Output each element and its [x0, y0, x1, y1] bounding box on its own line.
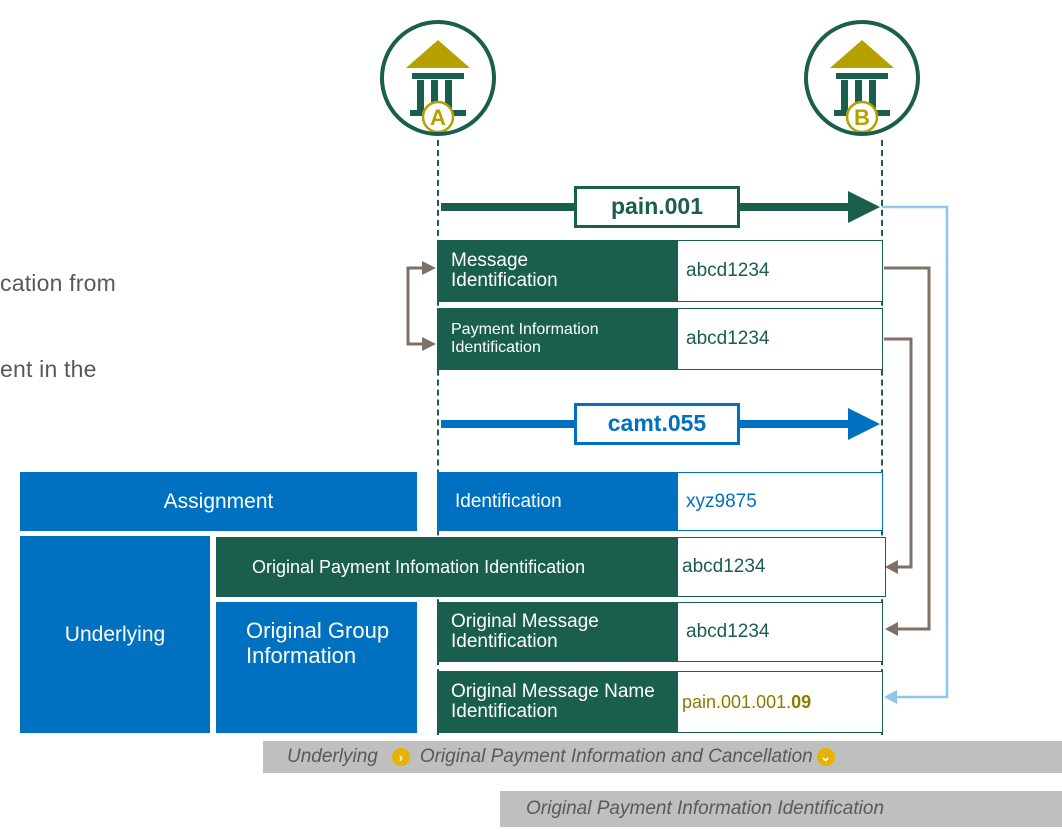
message-name-version: 09 [791, 691, 812, 712]
body-text-line-1: cation from [0, 270, 116, 296]
original-group-information-label: Original Group Information [246, 618, 390, 668]
message-id-connector [884, 266, 931, 631]
original-group-information-block: Original Group Information [216, 602, 417, 733]
original-payment-information-identification-value: abcd1234 [677, 537, 886, 597]
original-message-identification-value: abcd1234 [677, 602, 883, 662]
message-name-prefix: pain.001.001. [682, 691, 792, 712]
camt-arrow-head [848, 408, 880, 440]
underlying-block: Underlying [20, 536, 210, 733]
pain-message-box: pain.001 [574, 186, 740, 228]
original-message-name-identification-value: pain.001.001.09 [677, 671, 883, 733]
chevron-right-icon: › [391, 748, 410, 766]
bank-b-letter: B [854, 105, 870, 130]
camt-message-box: camt.055 [574, 403, 740, 445]
assignment-label: Assignment [163, 489, 274, 513]
identification-value: xyz9875 [677, 472, 883, 531]
bank-a-letter: A [430, 105, 446, 130]
breadcrumb-item-original-payment: Original Payment Information and Cancell… [419, 746, 813, 767]
bank-icon [830, 40, 894, 132]
message-identification-value: abcd1234 [677, 240, 883, 302]
message-name-connector [882, 205, 949, 699]
assignment-block: Assignment [20, 472, 417, 531]
identification-label: Identification [437, 472, 677, 531]
pain-arrow-head [848, 191, 880, 223]
payment-info-connector [884, 337, 913, 569]
message-identification-label: Message Identification [437, 240, 677, 302]
payment-information-identification-value: abcd1234 [677, 308, 883, 370]
underlying-label: Underlying [64, 622, 166, 646]
body-text-line-2: ent in the [0, 356, 97, 382]
bracket-connector [406, 266, 432, 346]
original-message-name-identification-label: Original Message Name Identification [437, 671, 677, 733]
breadcrumb-item-field: Original Payment Information Identificat… [526, 798, 885, 819]
bank-a-circle: A [380, 20, 496, 136]
breadcrumb-field: Original Payment Information Identificat… [500, 791, 1062, 827]
payment-information-identification-label: Payment Information Identification [437, 308, 677, 370]
lifeline-a [437, 140, 439, 735]
breadcrumb: Underlying › Original Payment Informatio… [263, 741, 1062, 773]
original-payment-information-identification-label: Original Payment Infomation Identificati… [216, 537, 677, 597]
bank-b-circle: B [804, 20, 920, 136]
breadcrumb-item-underlying: Underlying [287, 746, 378, 767]
bank-icon [406, 40, 470, 132]
original-message-identification-label: Original Message Identification [437, 602, 677, 662]
chevron-down-icon: ⌄ [816, 748, 835, 766]
